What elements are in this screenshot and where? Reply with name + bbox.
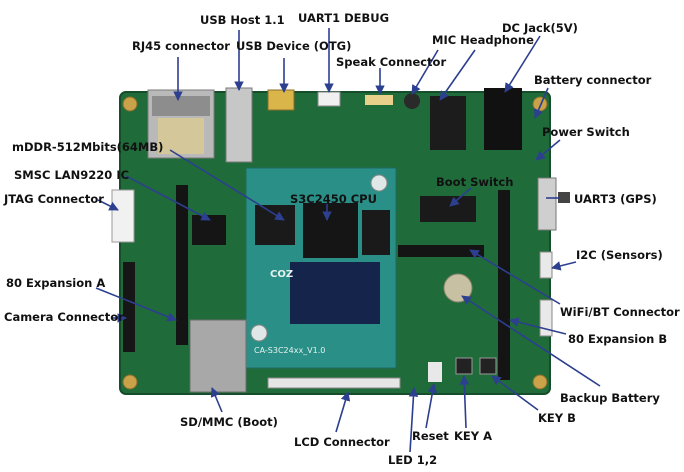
dc-jack [484,88,522,150]
main-chip [290,262,380,324]
mount-hole [122,96,138,112]
label-wifi: WiFi/BT Connector [560,305,680,319]
label-sd: SD/MMC (Boot) [180,415,278,429]
mount-hole [532,96,548,112]
sd-card-slot [189,319,247,393]
boot-switch [420,196,476,222]
usb-host-port [225,87,253,163]
cpu-chip [303,203,358,258]
uart3-connector [537,177,557,231]
label-cpu: S3C2450 CPU [290,192,377,206]
label-exp-a: 80 Expansion A [6,276,106,290]
label-usb-host: USB Host 1.1 [200,13,285,27]
label-backup-battery: Backup Battery [560,391,660,405]
backup-battery [443,273,473,303]
key-a-button [455,357,473,375]
label-smsc: SMSC LAN9220 IC [14,168,130,182]
label-led: LED 1,2 [388,453,438,467]
label-power-switch: Power Switch [542,125,630,139]
label-rj45: RJ45 connector [132,39,230,53]
label-i2c: I2C (Sensors) [576,248,663,262]
mic [404,93,420,109]
mount-hole [122,374,138,390]
label-mic: MIC Headphone [432,33,534,47]
mount-hole [532,374,548,390]
label-mddr: mDDR-512Mbits(64MB) [12,140,164,154]
lcd-connector [267,377,401,389]
speaker-header [365,95,393,105]
camera-header [123,262,135,352]
label-uart1: UART1 DEBUG [298,11,390,25]
expansion-b-header [498,190,510,380]
label-key-b: KEY B [538,411,576,425]
mddr-chip [255,205,295,245]
uart1-header [317,91,341,107]
chip-marking: CA-S3C24xx_V1.0 [254,346,326,355]
label-reset: Reset [412,429,449,443]
expansion-a-header [176,185,188,345]
label-lcd: LCD Connector [294,435,390,449]
label-usb-device: USB Device (OTG) [236,39,352,53]
label-dc-jack: DC Jack(5V) [502,21,578,35]
label-boot-switch: Boot Switch [436,175,514,189]
label-jtag: JTAG Connector [4,192,104,206]
headphone-jack [430,96,466,150]
board-logo: COZ [270,269,294,280]
jtag-header [111,189,135,243]
label-key-a: KEY A [454,429,492,443]
label-speak: Speak Connector [336,55,447,69]
label-uart3: UART3 (GPS) [574,192,657,206]
label-camera: Camera Connector [4,310,124,324]
key-b-button [479,357,497,375]
usb-otg-port [267,89,295,111]
label-exp-b: 80 Expansion B [568,332,668,346]
reset-button [428,362,442,382]
label-battery-connector: Battery connector [534,73,652,87]
